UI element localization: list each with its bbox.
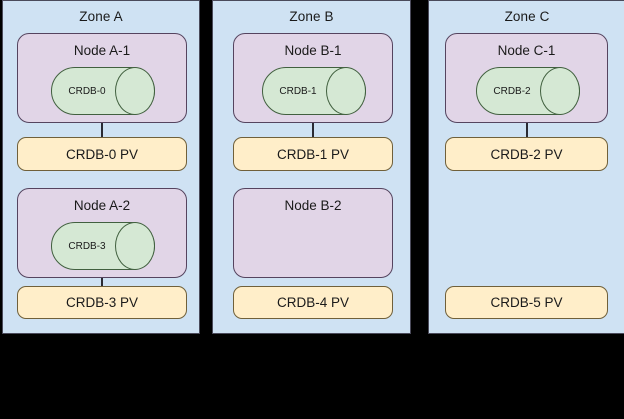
node-b-1-title: Node B-1 [284,43,342,58]
connector-crdb-3-to-pv [101,278,103,286]
pod-crdb-2[interactable]: CRDB-2 [476,67,580,115]
node-c-1[interactable]: Node C-1 CRDB-2 [445,33,608,123]
zone-a[interactable]: Zone A Node A-1 CRDB-0 CRDB-0 PV Node A-… [2,0,200,334]
connector-crdb-2-to-pv [526,123,528,137]
zone-c-title: Zone C [504,9,550,24]
node-b-1[interactable]: Node B-1 CRDB-1 [233,33,393,123]
pod-crdb-0[interactable]: CRDB-0 [51,67,155,115]
pv-crdb-0[interactable]: CRDB-0 PV [17,137,187,171]
node-a-1-title: Node A-1 [73,43,131,58]
database-cylinder-cap-icon [540,67,580,115]
pod-crdb-1-label: CRDB-1 [279,85,317,97]
node-a-2-title: Node A-2 [73,198,131,213]
pod-crdb-1[interactable]: CRDB-1 [262,67,366,115]
zone-b-title: Zone B [289,9,334,24]
database-cylinder-cap-icon [115,67,155,115]
pod-crdb-3-label: CRDB-3 [68,240,106,252]
node-a-2[interactable]: Node A-2 CRDB-3 [17,188,187,278]
pod-crdb-0-label: CRDB-0 [68,85,106,97]
node-b-2[interactable]: Node B-2 [233,188,393,278]
node-b-2-title: Node B-2 [284,198,342,213]
pv-crdb-5[interactable]: CRDB-5 PV [445,286,608,319]
database-cylinder-cap-icon [326,67,366,115]
node-a-1[interactable]: Node A-1 CRDB-0 [17,33,187,123]
zone-a-title: Zone A [79,9,123,24]
pv-crdb-4[interactable]: CRDB-4 PV [233,286,393,319]
zone-c[interactable]: Zone C Node C-1 CRDB-2 CRDB-2 PV CRDB-5 … [428,0,624,334]
pv-crdb-1[interactable]: CRDB-1 PV [233,137,393,171]
pv-crdb-3[interactable]: CRDB-3 PV [17,286,187,319]
database-cylinder-cap-icon [115,222,155,270]
connector-crdb-1-to-pv [312,123,314,137]
node-c-1-title: Node C-1 [497,43,556,58]
pod-crdb-2-label: CRDB-2 [493,85,531,97]
pod-crdb-3[interactable]: CRDB-3 [51,222,155,270]
connector-crdb-0-to-pv [101,123,103,137]
pv-crdb-2[interactable]: CRDB-2 PV [445,137,608,171]
zone-b[interactable]: Zone B Node B-1 CRDB-1 CRDB-1 PV Node B-… [212,0,411,334]
